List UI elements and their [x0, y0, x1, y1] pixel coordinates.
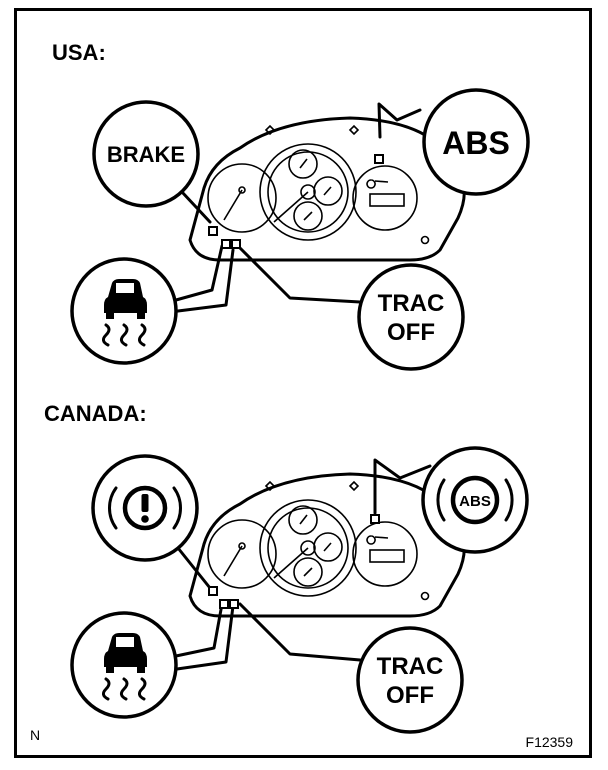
usa-brake-label: BRAKE: [107, 142, 185, 167]
usa-trac-label: TRAC: [378, 290, 445, 317]
canada-leader-lines: [168, 458, 432, 672]
usa-slip-callout: [70, 257, 178, 365]
figure-id: F12359: [526, 734, 574, 750]
canada-abs-lamp: [370, 514, 380, 524]
usa-brake-lamp: [208, 226, 218, 236]
canada-off-label: OFF: [386, 682, 434, 709]
usa-brake-callout: BRAKE: [92, 100, 200, 208]
usa-off-label: OFF: [387, 319, 435, 346]
usa-abs-callout: ABS: [422, 88, 530, 196]
usa-trac-off-lamp: [231, 239, 241, 249]
usa-slip-lamp: [221, 239, 231, 249]
canada-heading: CANADA:: [44, 401, 147, 426]
brake-warning-symbol-icon: [108, 485, 182, 531]
canada-slip-lamp: [219, 599, 229, 609]
canada-slip-callout: [70, 611, 178, 719]
canada-trac-label: TRAC: [377, 653, 444, 680]
abs-symbol-icon: [436, 475, 514, 525]
usa-trac-off-callout: TRAC OFF: [357, 263, 465, 371]
canada-brake-lamp: [208, 586, 218, 596]
usa-heading: USA:: [52, 40, 106, 65]
canada-abs-callout: ABS: [421, 446, 529, 554]
usa-abs-label: ABS: [442, 125, 510, 161]
footer-left-mark: N: [30, 727, 40, 743]
canada-trac-off-lamp: [229, 599, 239, 609]
canada-trac-off-callout: TRAC OFF: [356, 626, 464, 734]
usa-abs-lamp: [374, 154, 384, 164]
canada-abs-label: ABS: [459, 493, 491, 510]
canada-brake-callout: [91, 454, 199, 562]
